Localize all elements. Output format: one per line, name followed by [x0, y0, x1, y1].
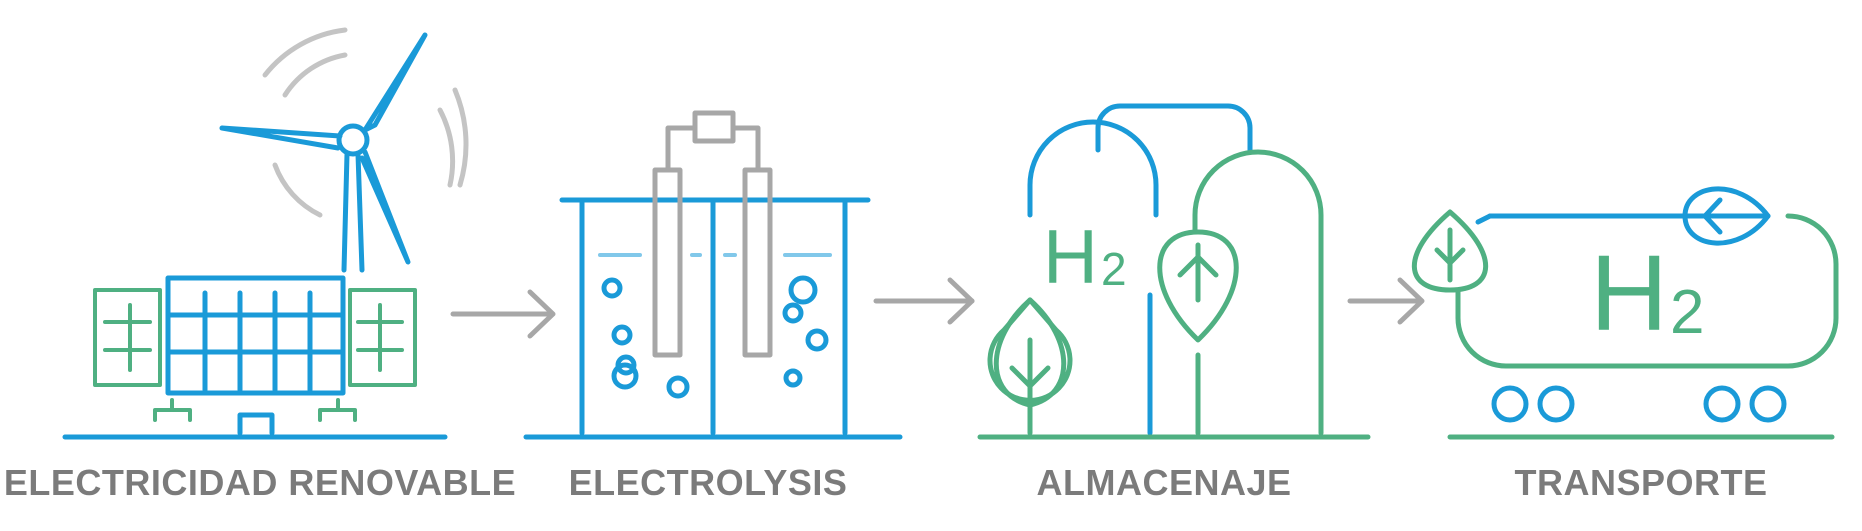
arrow-right-icon — [450, 289, 556, 339]
wind-arcs-icon — [262, 27, 469, 218]
bubbles-icon — [601, 275, 829, 399]
electrodes-icon — [652, 110, 773, 358]
stage-label-electrolysis: ELECTROLYSIS — [568, 462, 848, 503]
leaf-horizontal-icon — [1682, 186, 1771, 246]
solar-panel-main-icon — [165, 275, 346, 396]
solar-panel-side-right-icon — [348, 288, 417, 387]
solar-panel-side-left-icon — [93, 288, 162, 387]
wheels-icon — [1491, 385, 1787, 423]
leaf-up-icon — [1157, 229, 1239, 343]
h2-label: H — [1043, 215, 1098, 300]
stage-label-storage: ALMACENAJE — [1036, 462, 1292, 503]
tank-wagon-icon: H 2 — [1411, 186, 1839, 440]
panel-stands-icon — [153, 398, 357, 436]
arrow-right-icon — [1347, 277, 1425, 325]
stage-label-renewable-electricity: ELECTRICIDAD RENOVABLE — [3, 462, 517, 503]
leaf-icon — [1411, 209, 1489, 293]
h2-subscript: 2 — [1670, 278, 1704, 347]
wind-turbine-solar-panel-icon — [62, 27, 469, 440]
arrow-right-icon — [873, 277, 975, 325]
electrolyzer-icon — [523, 110, 903, 440]
stage-label-transport: TRANSPORTE — [1514, 462, 1768, 503]
leaf-down-icon — [987, 297, 1073, 436]
storage-tanks-icon: H 2 — [977, 103, 1371, 440]
h2-subscript: 2 — [1101, 243, 1127, 295]
h2-label: H — [1590, 232, 1668, 353]
wind-turbine-icon — [219, 32, 428, 273]
